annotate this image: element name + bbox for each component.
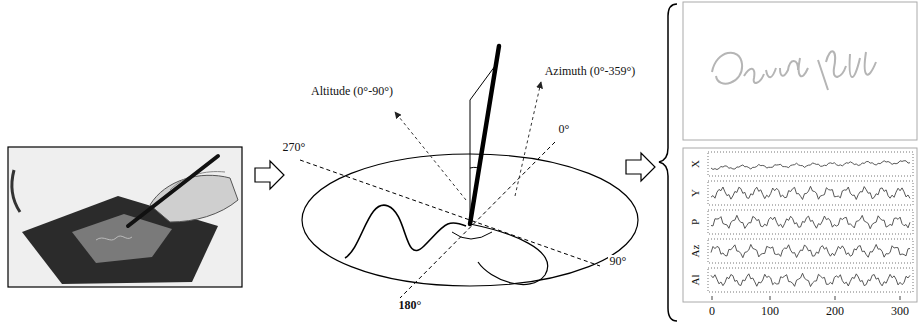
tablet-photo xyxy=(8,147,242,287)
brace xyxy=(659,4,677,321)
axis-tick xyxy=(770,296,771,300)
plot-frame xyxy=(708,181,913,205)
channel-label: Al xyxy=(689,273,701,288)
plot-frame xyxy=(708,239,913,263)
pen-angle-figure xyxy=(300,46,638,298)
angle-label: 270° xyxy=(281,141,308,154)
signal-trace xyxy=(711,244,910,257)
flow-arrow xyxy=(626,153,655,181)
signal-trace xyxy=(711,273,910,286)
angle-label: Altitude (0°-90°) xyxy=(309,85,395,98)
signature-panel xyxy=(683,2,917,140)
channel-label: Az xyxy=(689,243,701,260)
angle-label: 0° xyxy=(557,123,572,136)
tick-label: 200 xyxy=(824,305,846,318)
signal-trace xyxy=(711,186,910,199)
channel-label: Y xyxy=(689,187,701,199)
signal-trace xyxy=(711,215,910,228)
plot-frame xyxy=(708,268,913,292)
channel-label: P xyxy=(689,217,701,227)
angle-label: Azimuth (0°-359°) xyxy=(543,65,638,78)
axis-tick xyxy=(835,296,836,300)
axis-tick xyxy=(712,296,713,300)
signal-trace xyxy=(711,161,910,170)
axis-tick xyxy=(900,296,901,300)
angle-label: 90° xyxy=(608,255,629,268)
angle-label: 180° xyxy=(397,299,424,312)
tick-label: 300 xyxy=(889,305,911,318)
channel-label: X xyxy=(689,158,701,170)
plot-frame xyxy=(708,152,913,176)
tick-label: 0 xyxy=(707,305,717,318)
flow-arrow xyxy=(255,161,284,189)
signal-panel xyxy=(683,148,917,302)
tick-label: 100 xyxy=(759,305,781,318)
plot-frame xyxy=(708,210,913,234)
